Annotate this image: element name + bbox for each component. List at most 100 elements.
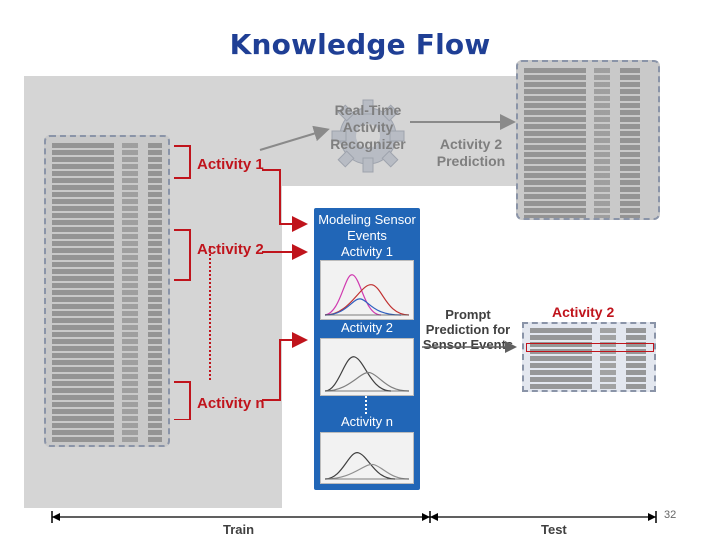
test-label: Test bbox=[541, 522, 567, 537]
log-line bbox=[52, 143, 162, 148]
train-activity-2-label: Activity 2 bbox=[197, 241, 264, 258]
log-line bbox=[52, 241, 162, 246]
log-line bbox=[52, 262, 162, 267]
log-line bbox=[52, 367, 162, 372]
log-line bbox=[530, 384, 648, 389]
train-to-model-arrows bbox=[262, 169, 308, 401]
log-line bbox=[52, 388, 162, 393]
log-line bbox=[52, 255, 162, 260]
log-line bbox=[52, 178, 162, 183]
log-line bbox=[52, 171, 162, 176]
log-line bbox=[52, 374, 162, 379]
log-line bbox=[524, 187, 652, 192]
log-line bbox=[530, 328, 648, 333]
activity-1-distribution-plot bbox=[320, 260, 414, 320]
log-line bbox=[530, 370, 648, 375]
log-line bbox=[52, 185, 162, 190]
log-line bbox=[52, 339, 162, 344]
modeling-activity-n-label: Activity n bbox=[340, 414, 393, 429]
log-line bbox=[52, 304, 162, 309]
activity-2-distribution-plot bbox=[320, 338, 414, 396]
log-line bbox=[524, 152, 652, 157]
modeling-panel: Modeling Sensor Events Activity 1 Activi… bbox=[314, 208, 420, 490]
gear-icon bbox=[331, 99, 405, 173]
log-line bbox=[52, 311, 162, 316]
log-line bbox=[52, 346, 162, 351]
log-line bbox=[524, 138, 652, 143]
test-activity-label: Activity 2 bbox=[552, 304, 615, 320]
log-line bbox=[52, 416, 162, 421]
modeling-activity-2-label: Activity 2 bbox=[340, 320, 393, 335]
activity-n-distribution-plot bbox=[320, 432, 414, 484]
log-line bbox=[524, 68, 652, 73]
log-line bbox=[524, 145, 652, 150]
log-line bbox=[530, 335, 648, 340]
log-line bbox=[52, 423, 162, 428]
log-line bbox=[524, 180, 652, 185]
log-line bbox=[524, 82, 652, 87]
realtime-flow-arrows bbox=[259, 114, 516, 151]
log-line bbox=[530, 342, 648, 347]
log-line bbox=[52, 409, 162, 414]
log-line bbox=[52, 199, 162, 204]
log-line bbox=[524, 110, 652, 115]
log-line bbox=[524, 166, 652, 171]
log-line bbox=[52, 402, 162, 407]
log-line bbox=[52, 150, 162, 155]
log-line bbox=[52, 332, 162, 337]
log-line bbox=[530, 377, 648, 382]
log-line bbox=[52, 318, 162, 323]
page-number: 32 bbox=[664, 509, 677, 521]
log-line bbox=[52, 213, 162, 218]
modeling-ellipsis bbox=[365, 396, 367, 414]
log-line bbox=[52, 164, 162, 169]
log-line bbox=[52, 395, 162, 400]
test-sensor-log bbox=[522, 322, 656, 392]
modeling-title: Modeling Sensor Events Activity 1 bbox=[318, 212, 416, 259]
log-line bbox=[524, 159, 652, 164]
log-line bbox=[52, 206, 162, 211]
highlighted-event-row bbox=[526, 343, 654, 352]
log-line bbox=[524, 124, 652, 129]
log-line bbox=[52, 353, 162, 358]
log-line bbox=[52, 297, 162, 302]
train-activity-1-label: Activity 1 bbox=[197, 156, 264, 173]
training-sensor-log bbox=[44, 135, 170, 447]
log-line bbox=[52, 248, 162, 253]
log-line bbox=[524, 201, 652, 206]
log-line bbox=[52, 360, 162, 365]
log-line bbox=[524, 75, 652, 80]
realtime-sensor-log bbox=[516, 60, 660, 220]
log-line bbox=[524, 89, 652, 94]
prompt-prediction-label: Prompt Prediction for Sensor Events bbox=[422, 307, 514, 352]
train-label: Train bbox=[223, 522, 255, 537]
log-line bbox=[52, 325, 162, 330]
log-line bbox=[52, 283, 162, 288]
log-line bbox=[52, 269, 162, 274]
training-brackets bbox=[174, 145, 211, 420]
log-line bbox=[524, 131, 652, 136]
log-line bbox=[52, 430, 162, 435]
log-line bbox=[52, 227, 162, 232]
log-line bbox=[530, 356, 648, 361]
log-line bbox=[524, 96, 652, 101]
log-line bbox=[52, 192, 162, 197]
log-line bbox=[52, 381, 162, 386]
activity-prediction-label: Activity 2 Prediction bbox=[436, 136, 506, 169]
log-line bbox=[52, 157, 162, 162]
page-title: Knowledge Flow bbox=[229, 28, 491, 61]
realtime-recognizer-label: Real-Time Activity Recognizer bbox=[330, 102, 406, 152]
timeline bbox=[51, 511, 657, 523]
log-line bbox=[52, 437, 162, 442]
log-line bbox=[530, 363, 648, 368]
log-line bbox=[524, 194, 652, 199]
log-line bbox=[524, 103, 652, 108]
log-line bbox=[52, 276, 162, 281]
log-line bbox=[524, 208, 652, 213]
log-line bbox=[524, 215, 652, 218]
log-line bbox=[52, 290, 162, 295]
log-line bbox=[52, 234, 162, 239]
train-activity-n-label: Activity n bbox=[197, 395, 265, 412]
log-line bbox=[524, 173, 652, 178]
log-line bbox=[52, 220, 162, 225]
